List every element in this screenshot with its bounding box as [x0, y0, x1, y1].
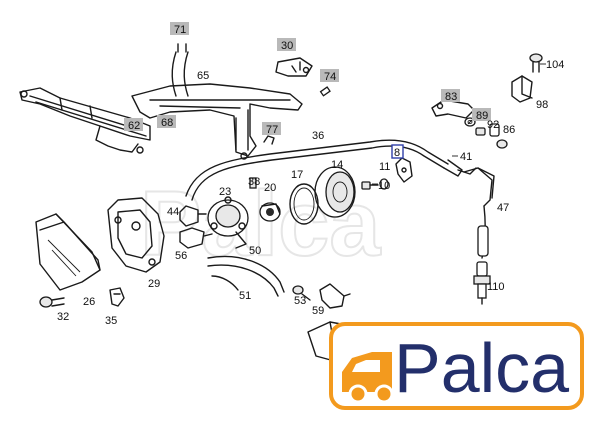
part-92-nut [475, 127, 486, 136]
part-30-bracket [275, 57, 313, 77]
label-29: 29 [148, 278, 160, 290]
part-8-clip [395, 157, 413, 183]
part-44-sensor [179, 205, 207, 227]
part-labels: 71 30 65 74 104 98 62 68 77 36 83 89 92 … [57, 22, 564, 327]
label-box-68 [157, 115, 176, 128]
label-53: 53 [294, 295, 306, 307]
label-box-30 [277, 38, 296, 51]
part-10-screw [361, 181, 379, 190]
part-32-bolt [39, 296, 65, 308]
part-29-housing [107, 197, 165, 273]
palca-logo: Palca [329, 322, 584, 410]
part-23-distributor-cap [207, 196, 249, 249]
label-23: 23 [219, 186, 231, 198]
part-20-rotor-arm [259, 202, 281, 222]
label-box-8 [391, 144, 404, 159]
label-box-71 [170, 22, 189, 35]
part-86-sleeve [489, 123, 500, 137]
part-86-stud [496, 139, 508, 149]
label-17: 17 [291, 169, 303, 181]
label-89: 89 [476, 110, 488, 122]
part-47-ignition-lead [463, 167, 495, 259]
label-35: 35 [105, 315, 117, 327]
label-110: 110 [487, 281, 505, 293]
label-65: 65 [197, 70, 209, 82]
part-98-bracket [511, 75, 533, 103]
label-83: 83 [445, 91, 457, 103]
label-20: 20 [264, 182, 276, 194]
label-10: 10 [378, 180, 390, 192]
label-box-77 [262, 122, 281, 135]
label-68: 68 [161, 117, 173, 129]
label-38: 38 [248, 176, 260, 188]
label-92: 92 [487, 119, 499, 131]
part-11-washer [379, 178, 389, 190]
label-47: 47 [497, 202, 509, 214]
truck-icon [342, 352, 394, 404]
part-71-hose [171, 43, 189, 97]
label-32: 32 [57, 311, 69, 323]
part-104-bolt [529, 53, 543, 73]
label-71: 71 [174, 24, 186, 36]
part-51-hose [207, 255, 285, 297]
label-36: 36 [312, 130, 324, 142]
label-8: 8 [394, 147, 400, 159]
leader-lines [372, 63, 546, 185]
label-26: 26 [83, 296, 95, 308]
part-35-clip [109, 287, 125, 307]
label-box-62 [124, 118, 143, 131]
part-74-clip [319, 86, 331, 97]
part-17-seal-ring [289, 183, 319, 225]
left-bracket-assembly [19, 87, 151, 154]
part-59-connector [319, 283, 351, 309]
part-77-clip [263, 135, 275, 145]
label-14: 14 [331, 159, 343, 171]
label-59: 59 [312, 305, 324, 317]
label-77: 77 [266, 124, 278, 136]
label-86: 86 [503, 124, 515, 136]
label-74: 74 [324, 71, 336, 83]
label-56: 56 [175, 250, 187, 262]
center-frame [131, 83, 303, 160]
part-53-grommet [292, 285, 311, 301]
part-14-rotor [314, 166, 356, 218]
label-30: 30 [281, 40, 293, 52]
part-17-seal-ring-inner [293, 187, 315, 221]
label-box-74 [320, 69, 339, 82]
label-50: 50 [249, 245, 261, 257]
label-box-89 [472, 108, 491, 121]
part-56-plug [179, 227, 213, 249]
logo-frame [329, 322, 584, 410]
label-51: 51 [239, 290, 251, 302]
part-110-spark-plug [473, 261, 491, 305]
label-11: 11 [379, 161, 390, 173]
label-98: 98 [536, 99, 548, 111]
label-104: 104 [546, 59, 564, 71]
logo-text: Palca [394, 329, 569, 407]
label-44: 44 [167, 206, 179, 218]
part-41-cable-end [457, 167, 477, 175]
part-38-screw [249, 177, 257, 189]
label-box-83 [441, 89, 460, 102]
label-62: 62 [128, 120, 140, 132]
part-36-cable [185, 139, 463, 201]
label-41: 41 [460, 151, 472, 163]
part-26-cover [35, 213, 101, 291]
